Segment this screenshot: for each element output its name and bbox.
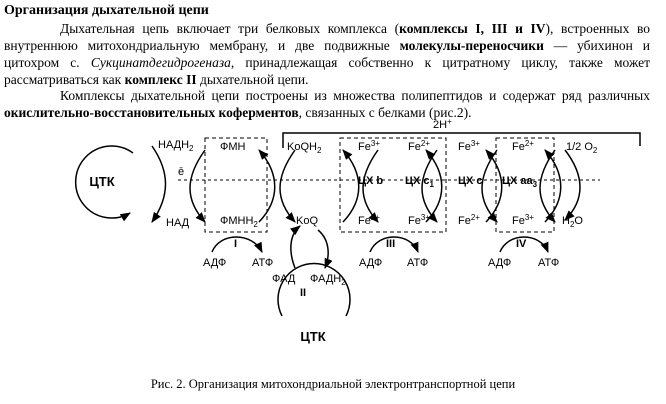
fe3-label-c1: Fe3+: [408, 213, 430, 227]
nad-label: НАД: [166, 217, 190, 229]
oxygen-reduction-arc: [564, 149, 581, 221]
paragraph-respiratory-chain-components: Дыхательная цепь включает три белковых к…: [4, 20, 650, 88]
document-title: Организация дыхательной цепи: [4, 3, 209, 18]
electron-transport-chain-diagram: ЦТК НАДН2 НАД ē ФМН ФМНН2 KoQH2 KoQ 2H+ …: [74, 118, 641, 344]
fe-b-arc-down: [362, 149, 379, 223]
proton-bracket: [282, 132, 641, 148]
figure-caption: Рис. 2. Организация митохондриальной эле…: [150, 377, 516, 391]
paragraph-complex-structure: Комплексы дыхательной цепи построены из …: [4, 87, 650, 121]
cyt-aa3-label: ЦХ аа3: [502, 175, 538, 189]
complex-I-label: I: [234, 238, 237, 250]
p1-text-3: — убихинон и цитохром с.: [4, 38, 650, 70]
fe3-label-c: Fe3+: [458, 139, 480, 153]
nadh-label: НАДН2: [158, 139, 194, 153]
p2-bold-coenzymes: окислительно-восстановительных кофермент…: [4, 105, 299, 120]
tca-label-bottom: ЦТК: [300, 329, 325, 344]
tca-cycle-top: [74, 145, 134, 222]
atp-label-IV: АТФ: [538, 257, 559, 269]
fadh2-label: ФАДН2: [310, 273, 346, 287]
complex-III-label: III: [386, 238, 395, 250]
complex-I-box: [204, 137, 268, 233]
complex-IV-label: IV: [516, 238, 527, 250]
fmnh2-label: ФМНН2: [220, 215, 258, 229]
fe2-label-b: Fe2+: [358, 213, 380, 227]
fe-c1-arc-down: [421, 149, 438, 223]
fmn-label: ФМН: [220, 141, 246, 153]
complex-III-box: [339, 137, 447, 233]
p1-bold-carriers: молекулы-переносчики: [399, 38, 544, 53]
fe3-label-aa3: Fe3+: [512, 213, 534, 227]
koqh2-label: KoQH2: [287, 141, 322, 155]
tca-label-top: ЦТК: [89, 174, 114, 189]
fe2-label-c: Fe2+: [458, 213, 480, 227]
p1-bold-complex-ii: комплекс II: [124, 72, 197, 87]
p1-bold-complexes: комплексы I, III и IV: [399, 21, 546, 36]
electron-label: ē: [178, 166, 184, 178]
p1-text-5: дыхательной цепи.: [196, 72, 309, 87]
complex-II-label: II: [300, 287, 306, 299]
adp-label-I: АДФ: [203, 257, 226, 269]
p2-text-1: Комплексы дыхательной цепи построены из …: [60, 88, 650, 103]
phosphorylation-arc-I: [211, 236, 263, 253]
koq-arc-up: [342, 149, 360, 223]
p1-text-1: Дыхательная цепь включает три белковых к…: [60, 21, 400, 36]
p1-italic-enzyme: Сукцинатдегидрогеназа: [90, 55, 231, 70]
koq-label: KoQ: [296, 215, 318, 227]
water-label: H2O: [562, 215, 583, 229]
fe2-label-c1: Fe2+: [408, 139, 430, 153]
p2-text-2: , связанных с белками (рис.2).: [298, 105, 472, 120]
fe2-label-aa3: Fe2+: [512, 139, 534, 153]
fadh2-oxidation-arc: [317, 229, 333, 269]
adp-label-IV: АДФ: [488, 257, 511, 269]
fmn-arc-down: [189, 149, 206, 223]
koq-arc-down: [279, 149, 296, 223]
adp-label-III: АДФ: [359, 257, 382, 269]
half-o2-label: 1/2 O2: [566, 141, 598, 155]
fmnh2-arc-up: [258, 149, 276, 223]
fe-aa3-arc-down: [539, 149, 556, 223]
proton-label: 2H+: [433, 118, 452, 131]
fe-c-arc-down: [481, 149, 498, 223]
phosphorylation-arc-IV: [499, 236, 549, 253]
cyt-c1-label: ЦХ c1: [405, 175, 435, 189]
cyt-b-label: ЦХ b: [358, 175, 383, 187]
phosphorylation-arc-III: [369, 236, 419, 253]
cyt-c-label: ЦХ c: [458, 175, 483, 187]
complex-IV-box: [495, 137, 555, 233]
p1-text-4: , принадлежащая собственно к цитратному …: [4, 55, 650, 87]
fad-reduction-arc: [289, 225, 301, 269]
tca-cycle-bottom: [277, 262, 351, 317]
fad-label: ФАД: [272, 273, 296, 285]
p1-text-2: ), встроенных во внутреннюю митохондриал…: [4, 21, 650, 53]
atp-label-I: АТФ: [252, 257, 273, 269]
nadh-oxidation-arc: [151, 145, 167, 223]
fe3-label-b: Fe3+: [358, 139, 380, 153]
atp-label-III: АТФ: [407, 257, 428, 269]
